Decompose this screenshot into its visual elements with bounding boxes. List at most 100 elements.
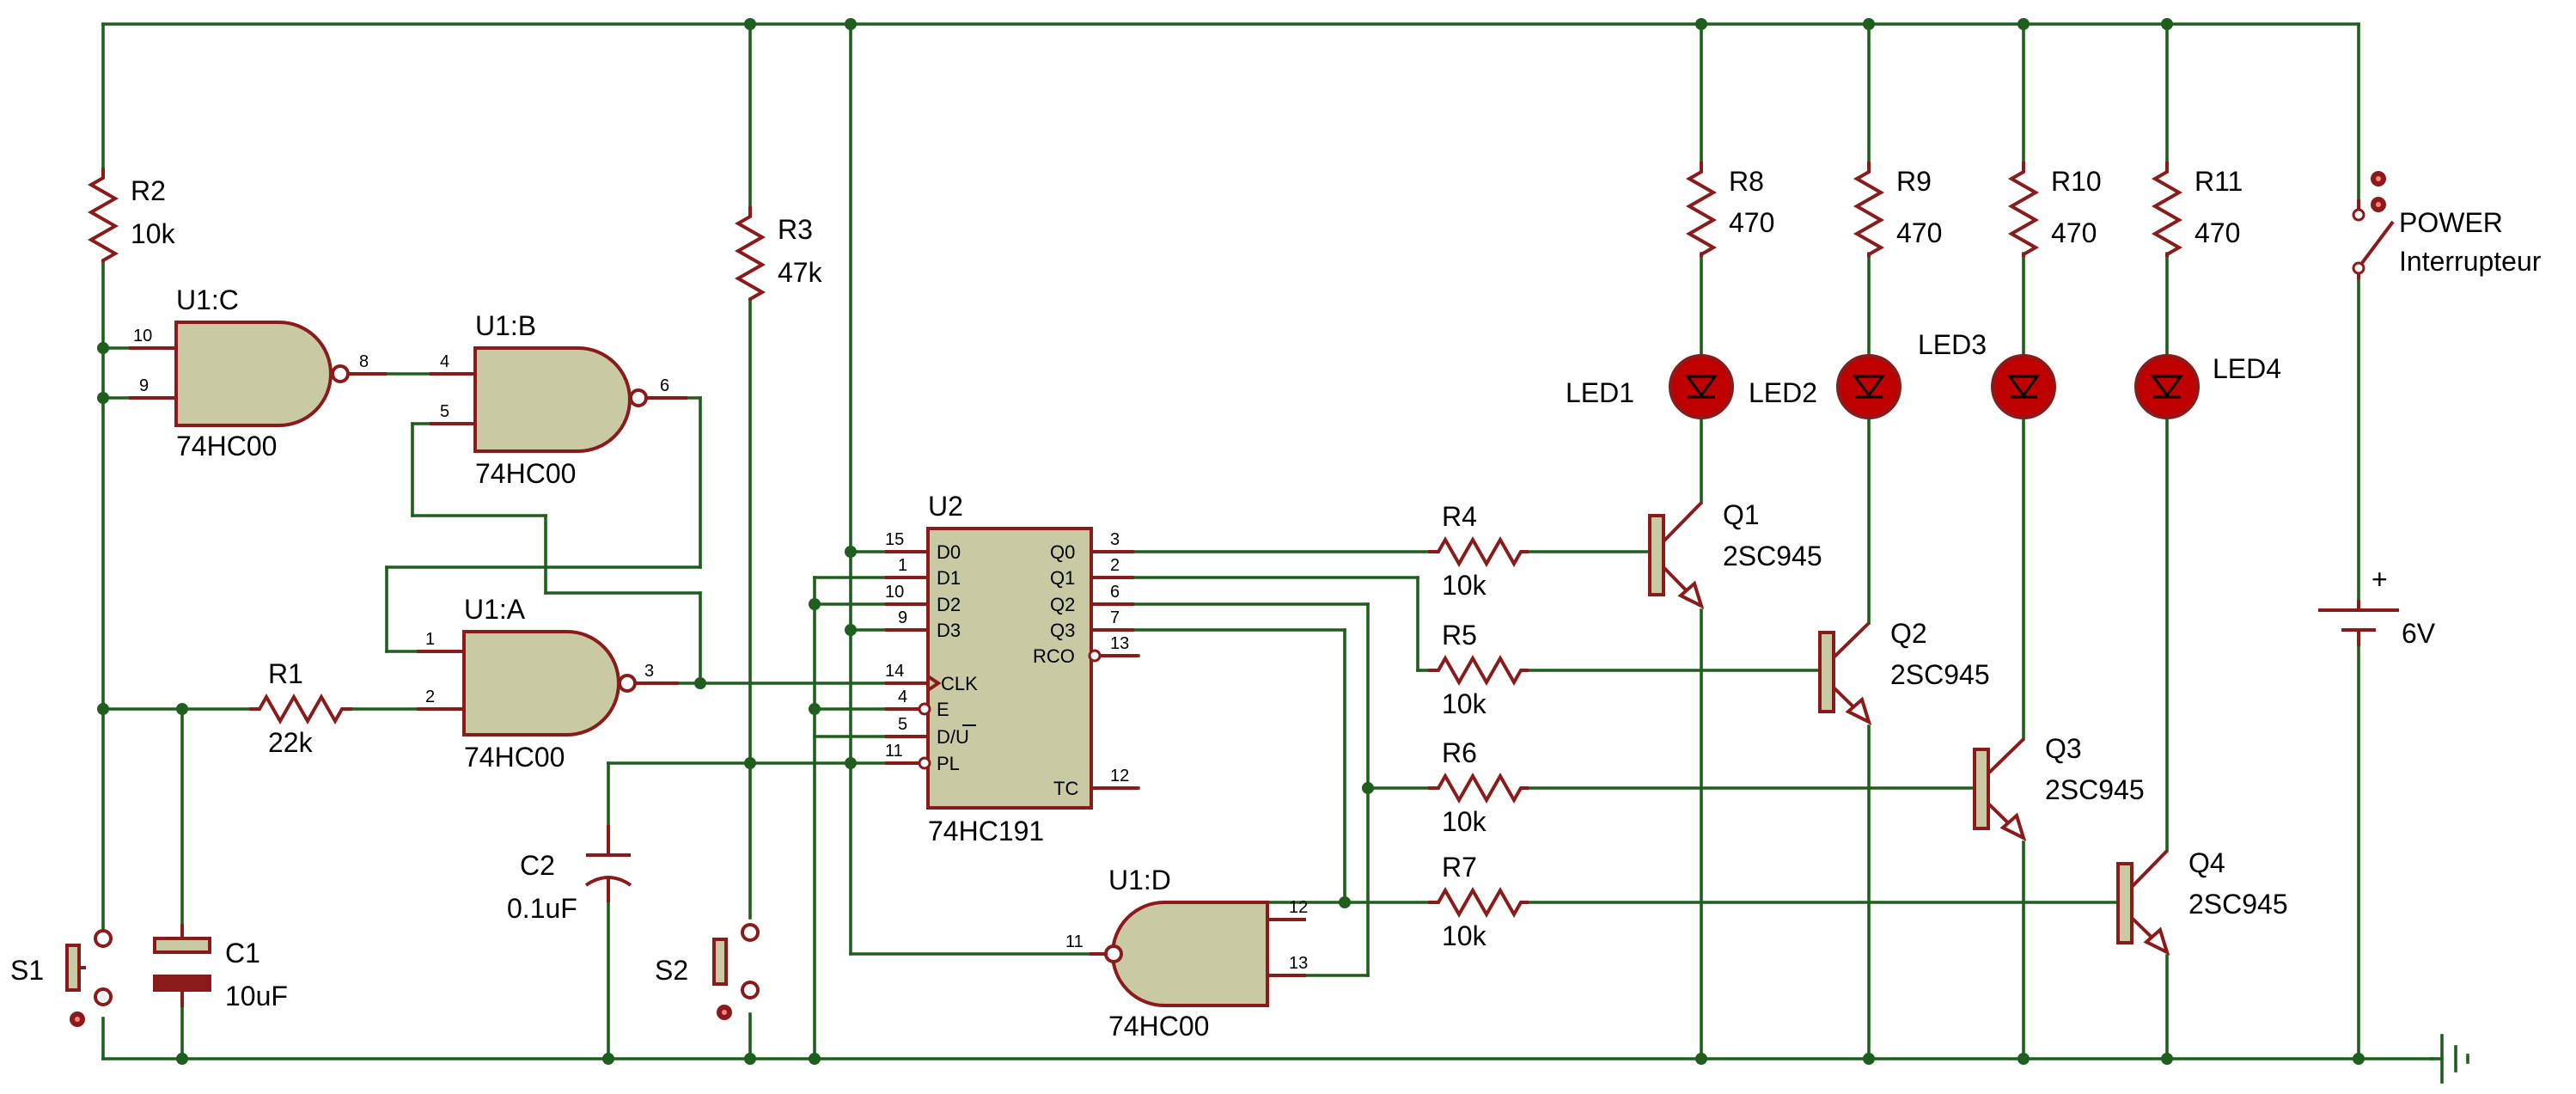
svg-text:74HC191: 74HC191 [928, 816, 1044, 846]
svg-text:4: 4 [440, 352, 449, 371]
transistor-q3: Q3 2SC945 [1973, 733, 2145, 841]
svg-text:7: 7 [1110, 608, 1120, 627]
svg-text:U1:B: U1:B [475, 310, 536, 341]
transistor-q1: Q1 2SC945 [1648, 499, 1822, 609]
svg-text:D3: D3 [937, 620, 961, 641]
svg-text:14: 14 [885, 662, 904, 681]
resistor-r4: R4 10k [1428, 501, 1529, 601]
svg-text:10k: 10k [1442, 806, 1487, 837]
svg-text:3: 3 [1110, 530, 1120, 549]
nand-gate-u1c: 10 9 8 U1:C 74HC00 [129, 284, 387, 461]
svg-text:S2: S2 [655, 955, 688, 986]
svg-text:470: 470 [2051, 217, 2097, 248]
svg-text:LED3: LED3 [1918, 329, 1987, 360]
svg-text:D0: D0 [937, 541, 961, 563]
svg-text:C1: C1 [225, 938, 260, 969]
power-switch: POWER Interrupteur [2352, 171, 2542, 279]
svg-text:74HC00: 74HC00 [176, 431, 277, 461]
battery-6v: + 6V [2318, 564, 2436, 649]
resistor-r8: R8 470 [1685, 162, 1774, 257]
svg-text:10k: 10k [1442, 920, 1487, 951]
svg-text:TC: TC [1053, 778, 1078, 799]
svg-text:13: 13 [1110, 634, 1129, 653]
svg-text:LED2: LED2 [1749, 377, 1817, 408]
resistor-r2: R2 10k [87, 168, 176, 262]
svg-text:Q3: Q3 [2045, 733, 2082, 764]
svg-text:R5: R5 [1442, 620, 1477, 651]
svg-text:2SC945: 2SC945 [1723, 541, 1822, 571]
svg-text:R6: R6 [1442, 737, 1477, 768]
svg-text:74HC00: 74HC00 [475, 458, 576, 489]
svg-text:POWER: POWER [2399, 207, 2503, 238]
svg-text:S1: S1 [10, 955, 44, 986]
ic-u2: U2 74HC191 15 1 10 9 14 4 5 11 D0 D1 D2 … [885, 491, 1138, 846]
svg-text:10uF: 10uF [225, 981, 288, 1011]
svg-text:10: 10 [885, 583, 904, 602]
svg-text:R3: R3 [778, 214, 813, 245]
svg-text:D/U: D/U [937, 726, 969, 748]
svg-text:Q2: Q2 [1890, 618, 1927, 649]
svg-text:12: 12 [1110, 767, 1129, 785]
svg-text:R9: R9 [1896, 166, 1932, 197]
svg-text:D1: D1 [937, 567, 961, 589]
svg-text:R2: R2 [131, 175, 166, 206]
svg-text:470: 470 [1896, 217, 1942, 248]
svg-text:11: 11 [885, 742, 903, 761]
svg-text:CLK: CLK [941, 673, 978, 694]
svg-text:Q4: Q4 [2188, 847, 2225, 878]
svg-text:PL: PL [937, 753, 960, 774]
svg-text:+: + [2372, 564, 2388, 595]
svg-text:6: 6 [660, 376, 669, 395]
svg-text:RCO: RCO [1033, 645, 1075, 667]
svg-text:U1:D: U1:D [1108, 865, 1171, 895]
svg-text:47k: 47k [778, 257, 823, 288]
resistor-r10: R10 470 [2007, 162, 2102, 257]
svg-text:Q1: Q1 [1050, 567, 1075, 589]
svg-text:2SC945: 2SC945 [2188, 889, 2288, 920]
ground-symbol [2430, 1034, 2469, 1084]
svg-text:U2: U2 [928, 491, 963, 522]
resistor-r5: R5 10k [1428, 620, 1529, 719]
transistor-q4: Q4 2SC945 [2116, 847, 2288, 956]
svg-text:10k: 10k [131, 218, 176, 249]
nand-gate-u1d: 11 13 12 U1:D 74HC00 [1065, 865, 1308, 1042]
svg-text:10k: 10k [1442, 688, 1487, 719]
resistor-r7: R7 10k [1428, 852, 1529, 951]
svg-text:9: 9 [139, 376, 149, 395]
svg-text:C2: C2 [520, 850, 555, 881]
svg-text:U1:A: U1:A [464, 594, 526, 625]
junctions [97, 18, 2365, 1065]
svg-text:22k: 22k [268, 727, 314, 758]
svg-text:5: 5 [898, 715, 907, 734]
capacitor-c1: C1 10uF [153, 924, 288, 1011]
svg-text:R4: R4 [1442, 501, 1477, 532]
svg-text:470: 470 [2194, 217, 2240, 248]
svg-text:4: 4 [898, 688, 907, 706]
svg-text:1: 1 [898, 556, 907, 575]
nand-gate-u1b: 4 5 6 U1:B 74HC00 [430, 310, 687, 489]
resistor-r11: R11 470 [2151, 162, 2243, 257]
resistor-r9: R9 470 [1853, 162, 1942, 257]
svg-text:13: 13 [1289, 954, 1308, 973]
svg-text:8: 8 [359, 352, 369, 371]
u2-right-pins: 3 2 6 7 13 12 Q0 Q1 Q2 Q3 RCO TC [1033, 530, 1138, 799]
svg-text:LED4: LED4 [2213, 353, 2281, 384]
svg-text:6V: 6V [2402, 618, 2436, 649]
pushbutton-s2: S2 [655, 923, 760, 1020]
svg-text:2: 2 [425, 688, 435, 706]
svg-text:5: 5 [440, 402, 449, 421]
svg-text:74HC00: 74HC00 [1108, 1011, 1209, 1042]
svg-text:Q1: Q1 [1723, 499, 1760, 530]
svg-text:11: 11 [1065, 932, 1084, 951]
svg-text:R10: R10 [2051, 166, 2102, 197]
nand-gate-u1a: 1 2 3 U1:A 74HC00 [417, 594, 679, 773]
led-4: LED4 [2134, 353, 2281, 419]
svg-text:10: 10 [133, 327, 152, 345]
led-3: LED3 [1918, 329, 2056, 419]
svg-text:U1:C: U1:C [176, 284, 239, 315]
svg-text:15: 15 [885, 530, 904, 549]
svg-text:R1: R1 [268, 658, 303, 689]
resistor-r6: R6 10k [1428, 737, 1529, 837]
svg-text:2: 2 [1110, 556, 1120, 575]
